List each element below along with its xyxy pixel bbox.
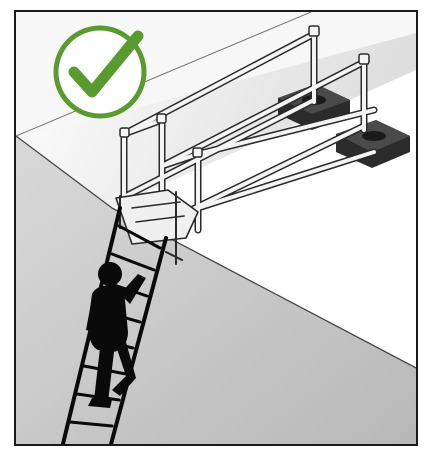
building-wall xyxy=(16,136,416,444)
illustration-svg xyxy=(16,12,416,444)
guardrail-system xyxy=(115,25,378,265)
roof-far-edge xyxy=(16,12,312,137)
checkmark-circle-icon xyxy=(53,25,147,119)
illustration-frame xyxy=(14,10,418,446)
person-figure-icon xyxy=(86,262,146,408)
roof-edge-line xyxy=(16,135,113,209)
